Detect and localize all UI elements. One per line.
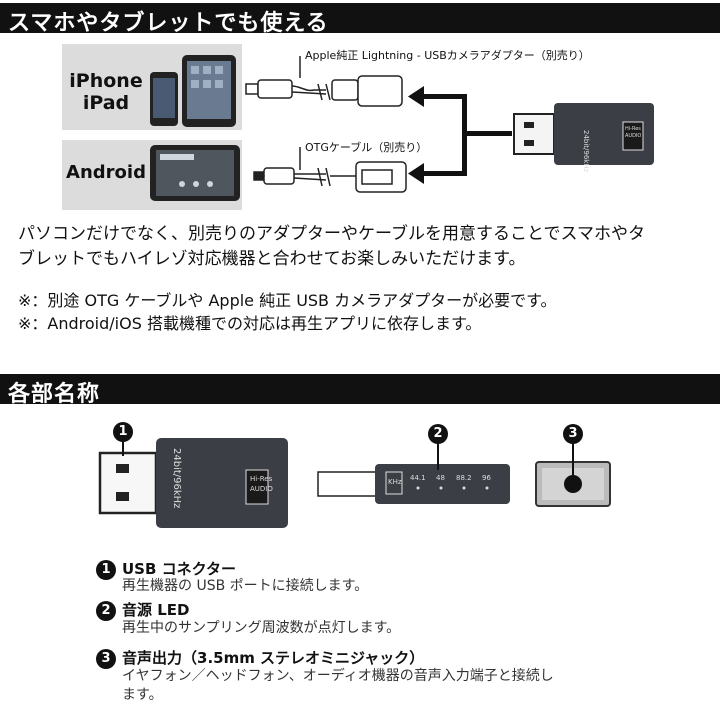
part-desc-2: 再生中のサンプリング周波数が点灯します。 xyxy=(122,620,401,636)
section-title: スマホやタブレットでも使える xyxy=(8,11,329,36)
badge-1: 1 xyxy=(113,422,133,442)
ipad-illustration xyxy=(182,55,236,127)
led-rate-96: 96 xyxy=(482,474,491,482)
device-spec-print-2: 24bit/96kHz xyxy=(171,448,182,509)
connection-arrows xyxy=(408,86,512,184)
badge-3: 3 xyxy=(563,424,583,444)
lightning-cable xyxy=(245,56,403,107)
part-num-2: 2 xyxy=(96,601,116,621)
iphone-illustration xyxy=(150,72,178,126)
section-header-parts: 各部名称 xyxy=(0,374,720,407)
callout-apple-adapter: Apple純正 Lightning - USBカメラアダプター（別売り） xyxy=(305,49,590,62)
otg-cable xyxy=(253,147,407,193)
part-title-2: 音源 LED xyxy=(122,601,190,619)
callout-otg-cable: OTGケーブル（別売り） xyxy=(305,141,428,154)
badge-2: 2 xyxy=(428,424,448,444)
part-title-3: 音声出力（3.5mm ステレオミニジャック） xyxy=(122,649,425,667)
usb-dac-side-view xyxy=(98,438,288,528)
description-line2: ブレットでもハイレゾ対応機器と合わせてお楽しみいただけます。 xyxy=(18,249,526,269)
note-2: ※：Android/iOS 搭載機種での対応は再生アプリに依存します。 xyxy=(18,314,482,333)
description-line1: パソコンだけでなく、別売りのアダプターやケーブルを用意することでスマホやタ xyxy=(18,224,645,244)
ipad-label: iPad xyxy=(82,92,130,114)
usb-dac-top xyxy=(513,103,654,165)
led-rate-882: 88.2 xyxy=(456,474,472,482)
note-1: ※：別途 OTG ケーブルや Apple 純正 USB カメラアダプターが必要で… xyxy=(18,291,557,310)
section-title: 各部名称 xyxy=(8,382,101,407)
led-rate-48: 48 xyxy=(436,474,445,482)
section-header-mobile: スマホやタブレットでも使える xyxy=(0,3,720,36)
part-desc-1: 再生機器の USB ポートに接続します。 xyxy=(122,578,369,594)
usb-dac-top-view xyxy=(317,464,510,504)
part-desc-3a: イヤフォン／ヘッドフォン、オーディオ機器の音声入力端子と接続し xyxy=(122,668,554,684)
part-num-1: 1 xyxy=(96,560,116,580)
android-tablet-illustration xyxy=(150,145,240,201)
part-title-1: USB コネクター xyxy=(122,560,237,578)
device-spec-print: 24bit/96kHz xyxy=(582,130,590,173)
led-rate-441: 44.1 xyxy=(410,474,426,482)
part-num-3: 3 xyxy=(96,649,116,669)
part-desc-3b: ます。 xyxy=(122,687,163,703)
iphone-label: iPhone xyxy=(69,70,143,92)
android-label: Android xyxy=(66,162,146,183)
led-unit-label: KHz xyxy=(388,478,402,486)
